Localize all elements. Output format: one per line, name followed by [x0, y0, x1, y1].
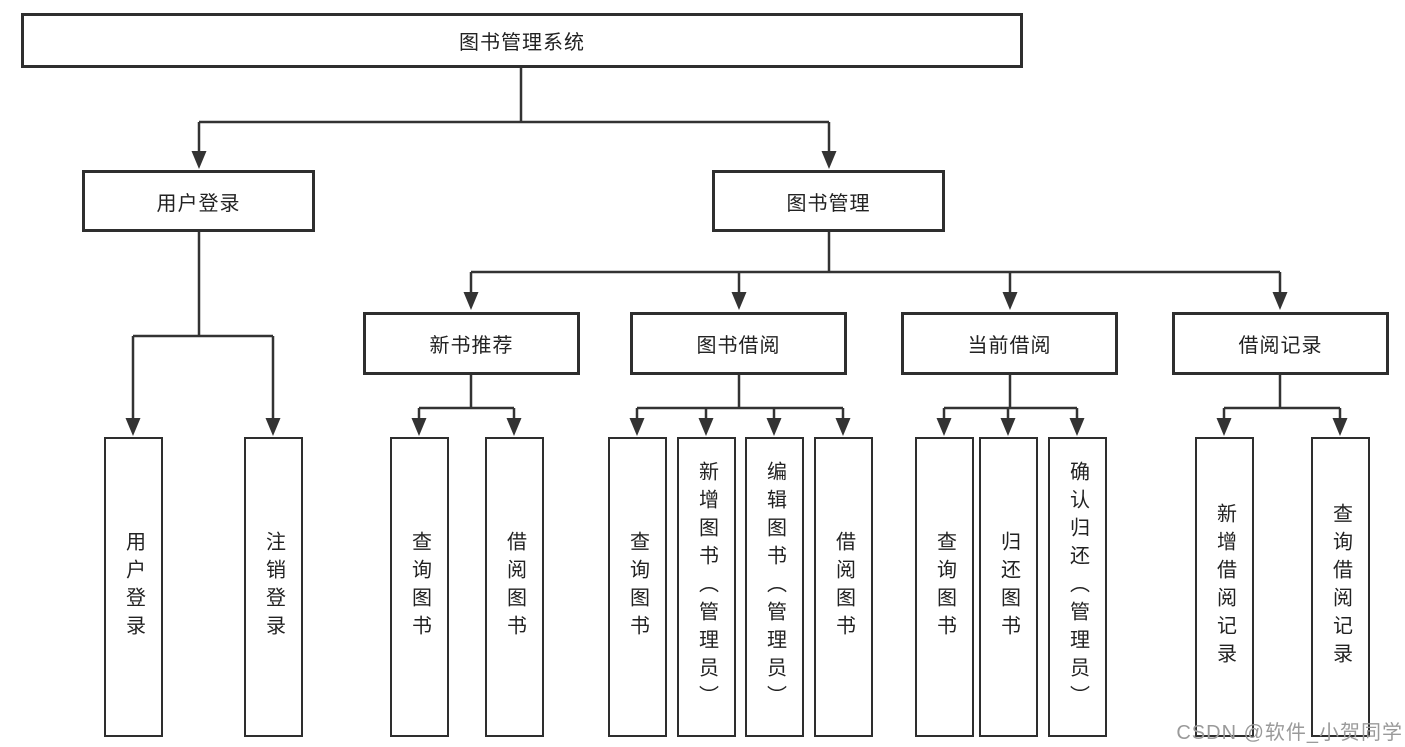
- node-leaf-edit-books-admin-label: 编辑图书（管理员）: [763, 461, 786, 713]
- node-book-borrow-label: 图书借阅: [696, 335, 781, 357]
- node-leaf-borrow-books-recommend: 借阅图书: [485, 437, 544, 737]
- node-borrow-records: 借阅记录: [1172, 312, 1389, 375]
- node-leaf-user-login-label: 用户登录: [122, 531, 145, 643]
- node-current-borrow-label: 当前借阅: [967, 335, 1052, 357]
- node-leaf-query-borrow-record-label: 查询借阅记录: [1329, 503, 1352, 671]
- node-leaf-add-books-admin: 新增图书（管理员）: [677, 437, 736, 737]
- node-library-system-label: 图书管理系统: [459, 32, 585, 54]
- node-new-book-recommend-label: 新书推荐: [429, 335, 514, 357]
- node-leaf-return-books: 归还图书: [979, 437, 1038, 737]
- node-leaf-query-books-current: 查询图书: [915, 437, 974, 737]
- node-book-borrow: 图书借阅: [630, 312, 847, 375]
- node-leaf-borrow-books-label: 借阅图书: [832, 531, 855, 643]
- node-borrow-records-label: 借阅记录: [1238, 335, 1323, 357]
- node-new-book-recommend: 新书推荐: [363, 312, 580, 375]
- node-leaf-logout: 注销登录: [244, 437, 303, 737]
- node-leaf-query-books-borrow: 查询图书: [608, 437, 667, 737]
- node-leaf-query-books-current-label: 查询图书: [933, 531, 956, 643]
- node-leaf-user-login: 用户登录: [104, 437, 163, 737]
- node-leaf-add-books-admin-label: 新增图书（管理员）: [695, 461, 718, 713]
- node-library-system: 图书管理系统: [21, 13, 1023, 68]
- node-leaf-add-borrow-record-label: 新增借阅记录: [1213, 503, 1236, 671]
- node-current-borrow: 当前借阅: [901, 312, 1118, 375]
- node-user-login: 用户登录: [82, 170, 315, 232]
- node-leaf-borrow-books-recommend-label: 借阅图书: [503, 531, 526, 643]
- node-leaf-confirm-return-admin-label: 确认归还（管理员）: [1066, 461, 1089, 713]
- node-leaf-return-books-label: 归还图书: [997, 531, 1020, 643]
- node-book-management: 图书管理: [712, 170, 945, 232]
- node-leaf-query-books-recommend: 查询图书: [390, 437, 449, 737]
- node-leaf-borrow-books: 借阅图书: [814, 437, 873, 737]
- node-leaf-edit-books-admin: 编辑图书（管理员）: [745, 437, 804, 737]
- node-leaf-query-books-borrow-label: 查询图书: [626, 531, 649, 643]
- node-book-management-label: 图书管理: [786, 192, 871, 215]
- csdn-watermark: CSDN @软件_小贺同学: [1176, 722, 1403, 744]
- node-leaf-confirm-return-admin: 确认归还（管理员）: [1048, 437, 1107, 737]
- node-leaf-query-borrow-record: 查询借阅记录: [1311, 437, 1370, 737]
- node-leaf-query-books-recommend-label: 查询图书: [408, 531, 431, 643]
- node-leaf-add-borrow-record: 新增借阅记录: [1195, 437, 1254, 737]
- node-leaf-logout-label: 注销登录: [262, 531, 285, 643]
- node-user-login-label: 用户登录: [156, 192, 241, 215]
